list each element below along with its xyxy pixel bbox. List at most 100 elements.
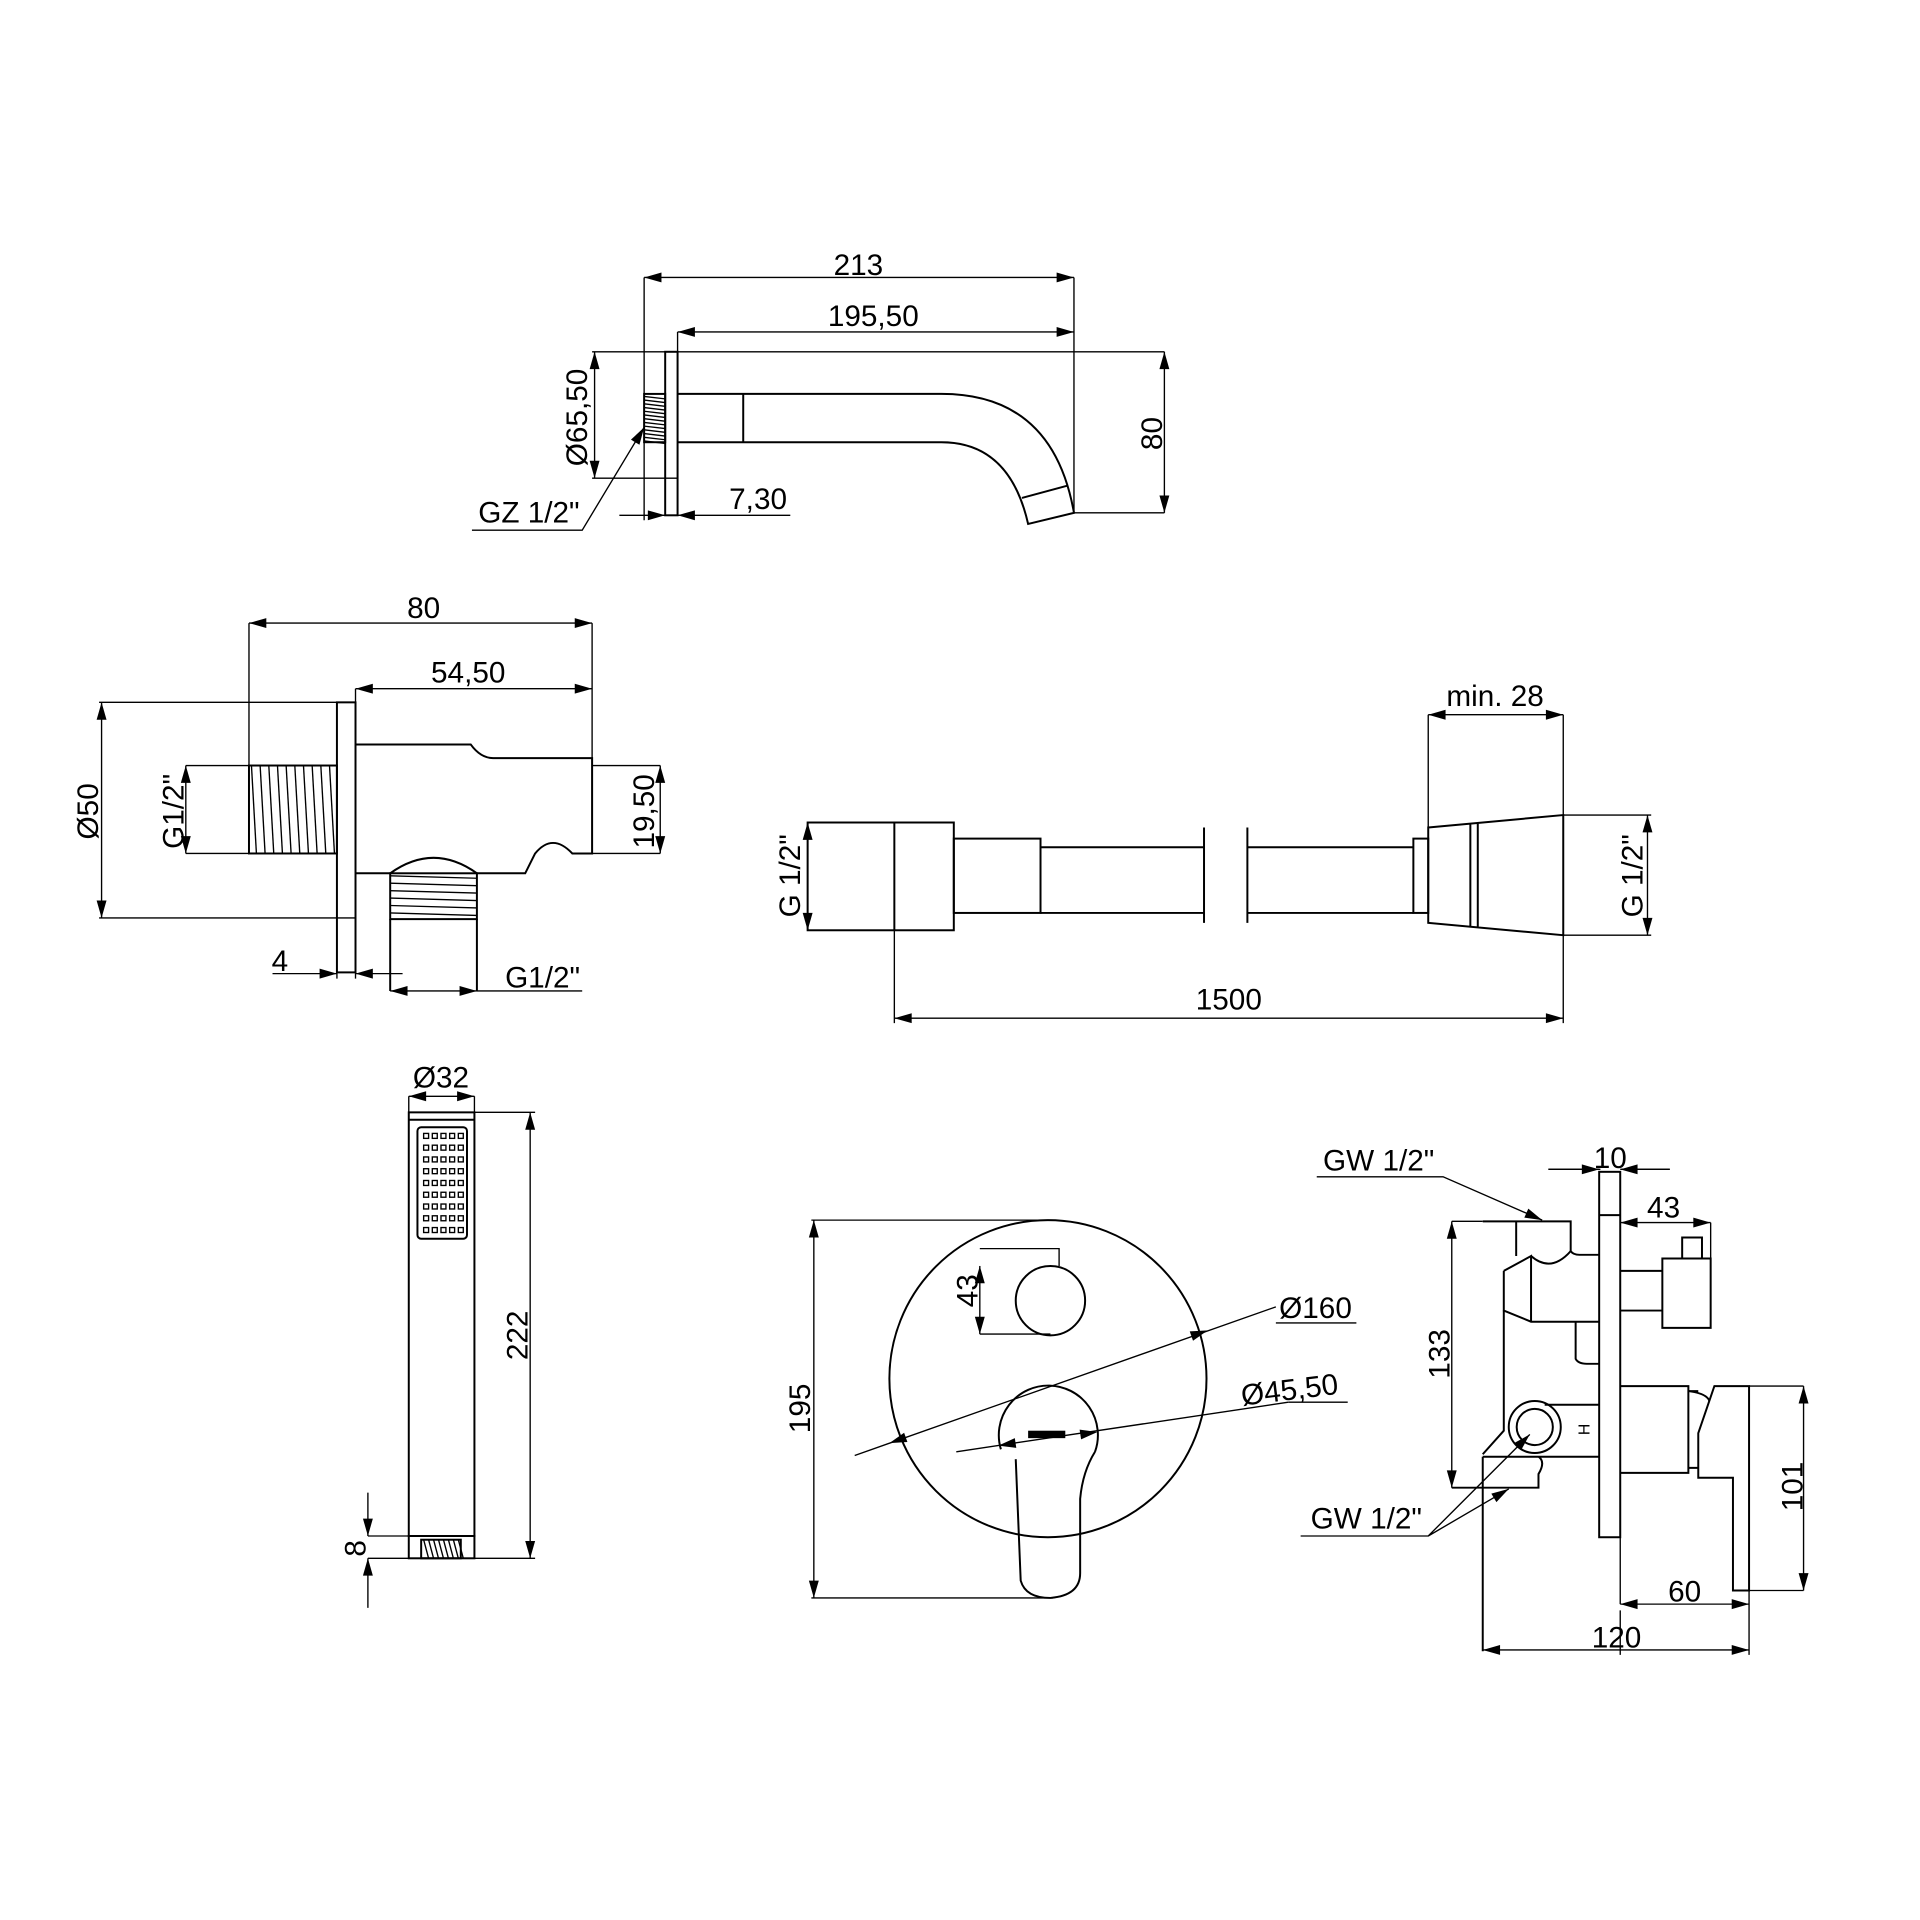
dim-spout-length: 195,50 — [828, 300, 919, 333]
dimension-arrows — [96, 272, 1809, 1655]
nozzle-hole — [440, 1215, 447, 1222]
dim-connector-plate-diameter: Ø50 — [72, 783, 105, 839]
arrowhead — [1581, 1164, 1600, 1175]
nozzle-hole — [422, 1156, 430, 1163]
arrowhead — [1079, 1429, 1098, 1440]
nozzle-hole — [448, 1168, 456, 1175]
arrowhead — [1524, 1208, 1543, 1221]
nozzle-hole — [422, 1168, 430, 1175]
nozzle-hole — [457, 1215, 464, 1222]
dim-shower-connector: 8 — [339, 1540, 372, 1557]
arrowhead — [1545, 1013, 1564, 1024]
nozzle-hole — [448, 1203, 456, 1210]
brand-logo — [1028, 1430, 1066, 1439]
nozzle-hole — [431, 1226, 438, 1234]
nozzle-holes — [422, 1132, 464, 1234]
arrowhead — [248, 618, 267, 629]
hand-shower-drawing — [367, 1096, 536, 1560]
arrowhead — [408, 1091, 427, 1102]
nozzle-hole — [448, 1226, 456, 1234]
connector-thread-in — [247, 764, 338, 855]
nozzle-hole — [457, 1168, 464, 1175]
nozzle-hole — [457, 1203, 464, 1210]
arrowhead — [1798, 1573, 1809, 1591]
arrowhead — [1620, 1164, 1638, 1175]
nozzle-hole — [431, 1215, 438, 1222]
arrowhead — [96, 702, 107, 720]
dim-hose-length: 1500 — [1196, 984, 1262, 1017]
diverter-knob — [1014, 1264, 1087, 1337]
drawing-geometry — [96, 272, 1809, 1655]
arrowhead — [355, 968, 373, 979]
nozzle-hole — [431, 1168, 438, 1175]
arrowhead — [1731, 1645, 1750, 1655]
arrowhead — [362, 1558, 373, 1576]
arrowhead — [647, 510, 666, 521]
arrowhead — [1428, 709, 1446, 720]
arrowhead — [1620, 1599, 1638, 1610]
dim-connector-plate-thickness: 4 — [272, 945, 289, 978]
arrowhead — [655, 836, 666, 854]
dim-side-lever-depth: 60 — [1668, 1576, 1701, 1609]
nozzle-hole — [431, 1179, 438, 1187]
dim-spout-plate-thickness: 7,30 — [729, 483, 787, 516]
label-connector-thread-out: G1/2" — [505, 961, 580, 994]
label-hose-thread-right: G 1/2" — [1617, 834, 1650, 917]
wall-connector-drawing — [99, 623, 661, 992]
dim-shower-length: 222 — [502, 1311, 535, 1361]
arrowhead — [1482, 1645, 1501, 1655]
arrowhead — [355, 683, 373, 694]
arrowhead — [574, 618, 593, 629]
arrowhead — [1056, 327, 1074, 337]
nozzle-hole — [440, 1203, 447, 1210]
labels: 213 195,50 Ø65,50 80 GZ 1/2" 7,30 80 54,… — [72, 249, 1809, 1654]
nozzle-hole — [431, 1144, 438, 1151]
dim-side-knob-depth: 43 — [1647, 1192, 1680, 1225]
arrowhead — [974, 1316, 985, 1335]
arrowhead — [808, 1580, 819, 1598]
arrowhead — [1446, 1470, 1457, 1488]
arrowhead — [1446, 1221, 1457, 1239]
arrowhead — [180, 765, 191, 783]
nozzle-hole — [457, 1179, 464, 1187]
nozzle-hole — [457, 1191, 464, 1198]
nozzle-hole — [422, 1226, 430, 1234]
dim-lever-diameter: Ø45,50 — [1239, 1368, 1340, 1413]
nozzle-hole — [431, 1203, 438, 1210]
dim-side-lever-height: 101 — [1776, 1462, 1809, 1512]
nozzle-face — [416, 1126, 468, 1240]
arrowhead — [180, 836, 191, 854]
nozzle-hole — [457, 1226, 464, 1234]
spout-drawing — [471, 277, 1165, 531]
arrowhead — [457, 1091, 475, 1102]
nozzle-hole — [457, 1144, 464, 1151]
arrowhead — [1056, 272, 1074, 283]
hose-drawing — [806, 714, 1652, 1024]
dim-spout-total: 213 — [834, 249, 884, 282]
arrowhead — [889, 1432, 908, 1444]
dim-connector-hook: 19,50 — [628, 774, 661, 848]
arrowhead — [574, 683, 593, 694]
arrowhead — [319, 968, 337, 979]
mixer-lever — [1014, 1451, 1096, 1599]
arrowhead — [1693, 1217, 1711, 1228]
thread-hatching — [250, 395, 666, 1559]
arrowhead — [1620, 1217, 1638, 1228]
arrowhead — [525, 1540, 536, 1559]
dim-side-total-depth: 120 — [1592, 1621, 1642, 1654]
arrowhead — [525, 1112, 536, 1130]
nozzle-hole — [431, 1156, 438, 1163]
arrowhead — [802, 912, 813, 931]
nozzle-hole — [448, 1144, 456, 1151]
nozzle-hole — [440, 1179, 447, 1187]
nozzle-hole — [440, 1144, 447, 1151]
dim-shower-diameter: Ø32 — [413, 1062, 469, 1095]
mixer-side-drawing — [1300, 1168, 1804, 1655]
arrowhead — [677, 510, 695, 521]
dim-connector-total: 80 — [407, 592, 440, 625]
mixer-front-drawing — [811, 1219, 1357, 1599]
arrowhead — [390, 986, 408, 996]
arrowhead — [808, 1220, 819, 1238]
dim-side-plate-thickness: 10 — [1594, 1142, 1627, 1175]
nozzle-hole — [448, 1179, 456, 1187]
